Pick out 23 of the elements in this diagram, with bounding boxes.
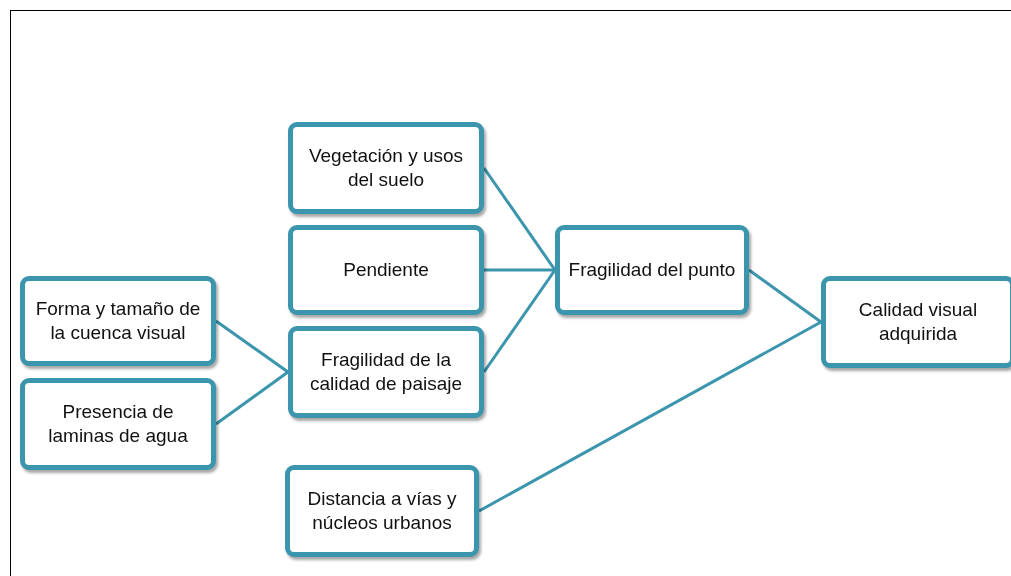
box-label: Forma y tamaño de la cuenca visual	[34, 297, 202, 345]
connector-line	[478, 320, 822, 513]
connector-line	[482, 167, 557, 271]
connector-line	[484, 268, 555, 272]
box-label: Fragilidad de la calidad de paisaje	[308, 348, 464, 396]
box-label: Vegetación y usos del suelo	[307, 144, 465, 192]
process-box	[288, 326, 484, 418]
connector-line	[482, 269, 557, 373]
box-label: Distancia a vías y núcleos urbanos	[306, 487, 458, 535]
process-box	[288, 225, 484, 315]
box-label: Pendiente	[343, 258, 429, 282]
process-box	[20, 276, 216, 366]
box-label: Presencia de laminas de agua	[47, 400, 189, 448]
process-box	[288, 122, 484, 214]
connector-line	[215, 370, 289, 426]
process-box	[20, 378, 216, 470]
connector-line	[215, 319, 289, 374]
process-box	[285, 465, 479, 557]
connector-line	[748, 268, 822, 324]
process-box	[821, 276, 1011, 368]
box-label: Calidad visual adquirida	[857, 298, 979, 346]
process-box	[555, 225, 749, 315]
box-label: Fragilidad del punto	[568, 258, 736, 282]
